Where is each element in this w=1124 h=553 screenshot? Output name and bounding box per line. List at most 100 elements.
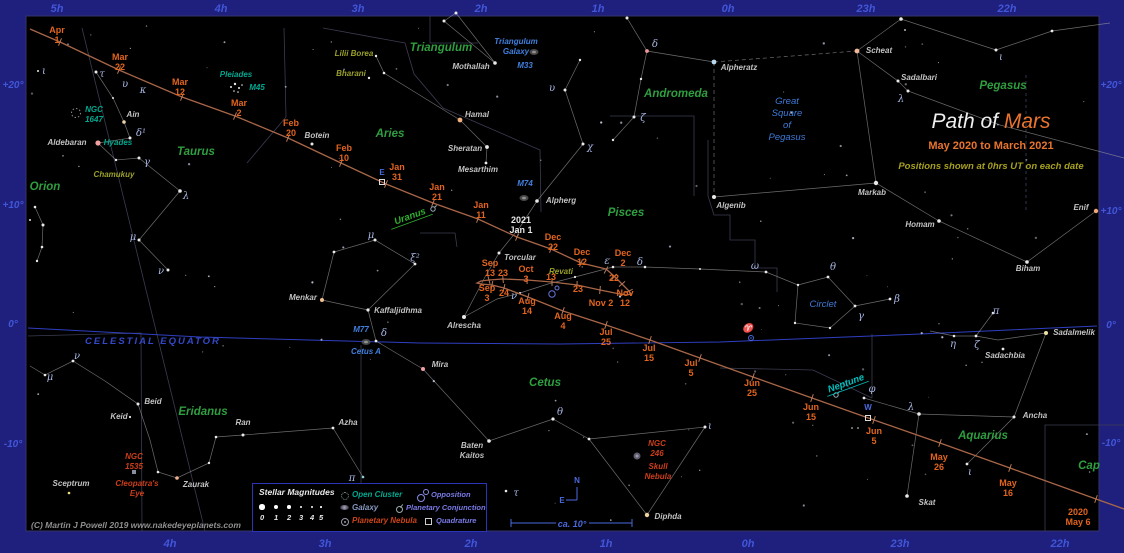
mars-date-tick: [810, 394, 814, 402]
star: [136, 402, 140, 406]
quadrature-letter: W: [864, 403, 872, 412]
star: [122, 120, 126, 124]
background-star: [620, 121, 623, 124]
legend-planetary-nebula: Planetary Nebula: [352, 516, 417, 525]
star: [873, 180, 879, 186]
background-star: [760, 329, 762, 330]
background-star: [618, 295, 622, 298]
star-label: Chamukuy: [94, 170, 135, 179]
constellation-line: [367, 309, 590, 442]
hour-label-top: 3h: [352, 3, 365, 15]
chart-note: Positions shown at 0hrs UT on each date: [898, 161, 1084, 172]
background-star: [950, 214, 953, 217]
mars-date-tick: [384, 180, 388, 188]
hour-label-top: 22h: [997, 3, 1017, 15]
star: [33, 205, 37, 209]
bayer-letter: κ: [139, 85, 147, 96]
background-star: [823, 174, 825, 176]
hour-label-bottom: 4h: [163, 538, 177, 550]
uranus-conjunction-symbol: [434, 205, 437, 208]
constellation-line: [856, 50, 877, 184]
mars-date-tick: [476, 215, 480, 223]
bayer-letter: ν: [158, 266, 164, 277]
star: [793, 321, 797, 325]
background-star: [1085, 433, 1088, 436]
constellation-label: Pisces: [608, 207, 644, 219]
star: [896, 79, 900, 83]
background-star: [924, 191, 927, 194]
background-star: [451, 189, 453, 191]
mars-date-tick: [487, 276, 491, 284]
declination-label-left: +10°: [3, 200, 25, 211]
star-label: Ran: [235, 418, 250, 427]
star-label: Aldebaran: [46, 138, 86, 147]
star-label: Zaurak: [182, 480, 210, 489]
bayer-letter: υ: [122, 79, 128, 90]
background-star: [201, 351, 204, 353]
star: [487, 439, 491, 443]
background-star: [753, 370, 757, 373]
star: [611, 265, 615, 269]
background-star: [418, 27, 420, 29]
star: [1044, 331, 1048, 335]
star: [484, 161, 488, 165]
hour-label-top: 0h: [722, 3, 735, 15]
title-mars: Mars: [1003, 110, 1051, 133]
vernal-equinox-symbol: ♈: [742, 322, 755, 333]
bayer-letter: χ: [586, 142, 594, 153]
hour-label-top: 2h: [474, 3, 488, 15]
constellation-border: [719, 367, 873, 399]
background-star: [432, 379, 435, 383]
star-label: Hamal: [465, 110, 490, 119]
star: [237, 91, 239, 93]
constellation-line: [97, 142, 181, 192]
opposition-symbol: [554, 285, 560, 291]
quadrature-letter: E: [379, 168, 385, 177]
magnitude-dot: [320, 506, 322, 508]
background-star: [845, 174, 848, 177]
mars-date-tick: [233, 112, 237, 120]
mars-date-tick: [625, 288, 633, 294]
star-label: Pleiades: [220, 70, 253, 79]
star: [899, 17, 903, 21]
declination-label-left: -10°: [4, 439, 23, 450]
star: [1001, 347, 1005, 351]
bayer-letter: φ: [868, 384, 875, 395]
background-star: [839, 144, 842, 148]
constellation-label: Pegasus: [979, 80, 1026, 92]
star: [310, 142, 314, 146]
star: [37, 70, 39, 72]
background-star: [812, 424, 814, 426]
star: [535, 199, 539, 203]
mars-date-tick: [286, 134, 290, 142]
background-star: [331, 166, 332, 168]
star-label: Sadalbari: [901, 73, 938, 82]
bayer-letter: δ: [637, 257, 643, 268]
mars-date-tick: [117, 66, 121, 74]
mars-date-label: 23: [498, 268, 508, 278]
bayer-letter: ν: [511, 291, 517, 302]
star-label: Lilii Borea: [335, 49, 374, 58]
mars-date-label: 13: [546, 272, 556, 282]
background-star: [957, 236, 959, 239]
galaxy-core: [364, 340, 368, 344]
star: [332, 250, 336, 254]
constellation-line: [321, 239, 416, 311]
background-star: [866, 478, 868, 480]
star-label: Hyades: [104, 138, 133, 147]
bayer-letter: ω: [751, 261, 759, 272]
star: [207, 461, 211, 465]
star-label: Cetus A: [351, 347, 381, 356]
background-star: [284, 85, 287, 88]
star: [373, 238, 377, 242]
